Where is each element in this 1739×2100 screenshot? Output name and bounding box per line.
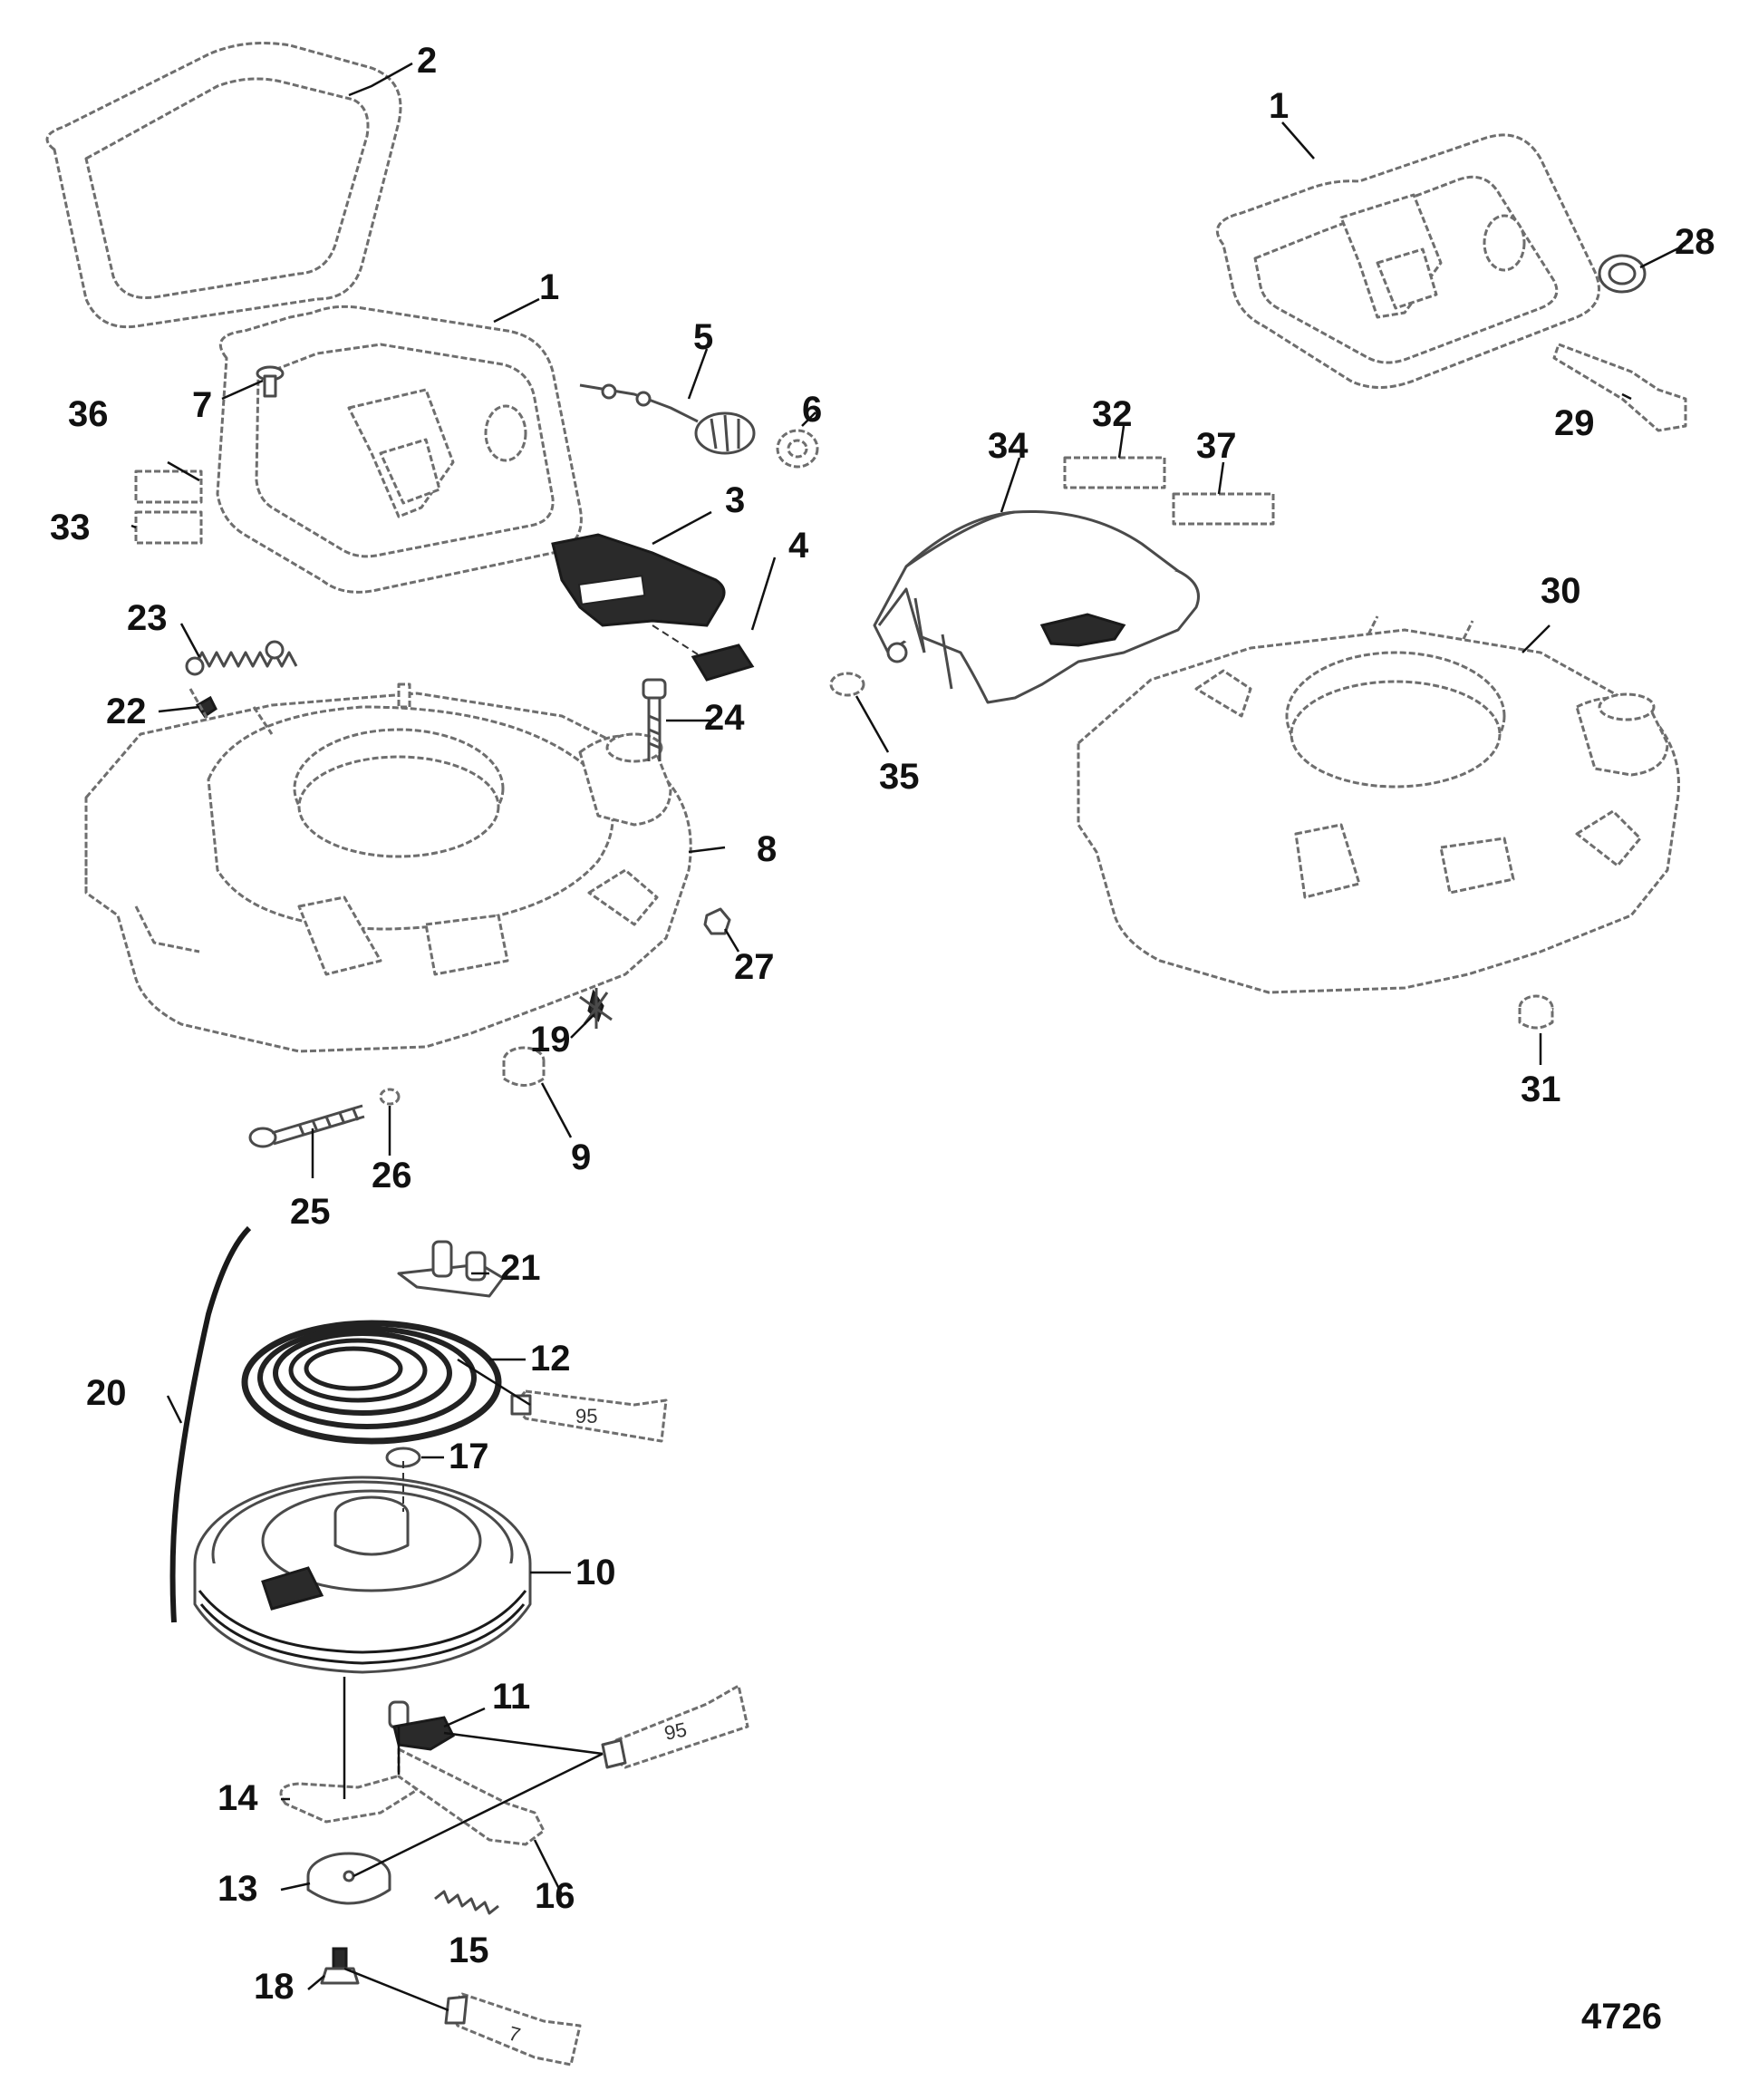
part-3-handle — [551, 533, 726, 627]
part-34-cover — [873, 509, 1200, 704]
callout-4: 4 — [788, 526, 809, 566]
part-1-cowl-left — [216, 305, 583, 594]
part-18-screw — [320, 1947, 360, 1985]
callout-6: 6 — [802, 390, 822, 430]
callout-19: 19 — [530, 1020, 571, 1060]
callout-25: 25 — [290, 1192, 331, 1232]
callout-numbers: 2 1 1 5 6 7 36 33 3 4 23 22 24 8 27 19 9… — [50, 41, 1715, 2007]
callout-35: 35 — [879, 757, 920, 797]
part-15-spring — [434, 1890, 499, 1915]
callout-23: 23 — [127, 598, 168, 638]
part-6-nut — [776, 429, 819, 469]
callout-14: 14 — [217, 1778, 258, 1818]
callout-17: 17 — [449, 1437, 489, 1476]
tube-label-b: 95 — [662, 1718, 689, 1745]
callout-20: 20 — [86, 1373, 127, 1413]
callout-27: 27 — [734, 947, 775, 987]
part-20-rope — [169, 1225, 252, 1623]
part-10-pulley — [193, 1476, 532, 1674]
callout-21: 21 — [500, 1248, 541, 1288]
assembly-lines — [343, 1358, 604, 2012]
part-12-rewind-spring — [241, 1320, 502, 1445]
part-30-starter-housing — [1077, 615, 1680, 994]
callout-1-left: 1 — [539, 267, 559, 307]
callout-28: 28 — [1675, 222, 1715, 262]
callout-30: 30 — [1541, 571, 1581, 611]
callout-37: 37 — [1196, 426, 1237, 466]
callout-33: 33 — [50, 508, 91, 547]
callout-32: 32 — [1092, 394, 1133, 434]
part-37-decal — [1172, 492, 1275, 526]
part-31-grommet — [1518, 994, 1554, 1030]
callout-34: 34 — [988, 426, 1029, 466]
callout-10: 10 — [575, 1553, 616, 1592]
callout-7: 7 — [192, 385, 212, 425]
part-25-bolt — [248, 1104, 365, 1148]
part-13-retainer — [306, 1852, 391, 1905]
part-35-grommet — [829, 672, 865, 697]
part-5-lead-assembly — [579, 383, 756, 455]
part-11-cam — [388, 1700, 455, 1751]
part-29-lead — [1552, 343, 1687, 432]
callout-26: 26 — [372, 1156, 412, 1195]
callout-13: 13 — [217, 1869, 258, 1909]
part-23-spring — [185, 640, 298, 676]
part-14-plate — [279, 1773, 419, 1824]
callout-3: 3 — [725, 480, 745, 520]
callout-31: 31 — [1521, 1069, 1561, 1109]
part-26-washer — [379, 1088, 401, 1106]
part-4-insert — [652, 624, 755, 682]
part-33-decal — [134, 510, 203, 545]
callout-18: 18 — [254, 1967, 295, 2007]
lubricant-tube-b: 95 — [601, 1684, 749, 1769]
part-21-pawl — [397, 1240, 505, 1298]
part-32-decal — [1063, 456, 1166, 489]
callout-8: 8 — [757, 829, 777, 869]
callout-16: 16 — [535, 1876, 575, 1916]
callout-11: 11 — [492, 1677, 530, 1717]
callout-2: 2 — [417, 41, 437, 81]
part-22-clip — [195, 695, 217, 719]
part-1-cowl-right — [1215, 133, 1600, 389]
part-16-link — [397, 1747, 546, 1846]
part-28-grommet — [1598, 254, 1647, 294]
lubricant-tube-c: 7 — [444, 1992, 582, 2066]
callout-1-right: 1 — [1269, 86, 1289, 126]
figure-number: 4726 — [1581, 1997, 1662, 2037]
callout-leaders — [130, 62, 1686, 1990]
callout-36: 36 — [68, 394, 109, 434]
callout-29: 29 — [1554, 403, 1595, 443]
part-19-clip — [579, 988, 613, 1029]
tube-label-a: 95 — [575, 1405, 597, 1427]
callout-22: 22 — [106, 692, 147, 731]
callout-24: 24 — [704, 698, 745, 738]
part-8-starter-housing — [84, 682, 692, 1053]
callout-9: 9 — [571, 1137, 591, 1177]
part-27-nut — [703, 907, 731, 935]
callout-5: 5 — [693, 317, 713, 357]
part-7-screw — [256, 365, 285, 398]
part-24-bolt — [642, 678, 667, 761]
lubricant-tube-a: 95 — [510, 1389, 668, 1443]
part-9-grommet — [502, 1046, 546, 1087]
part-2-gasket — [45, 42, 402, 329]
callout-12: 12 — [530, 1339, 571, 1379]
callout-15: 15 — [449, 1931, 489, 1970]
